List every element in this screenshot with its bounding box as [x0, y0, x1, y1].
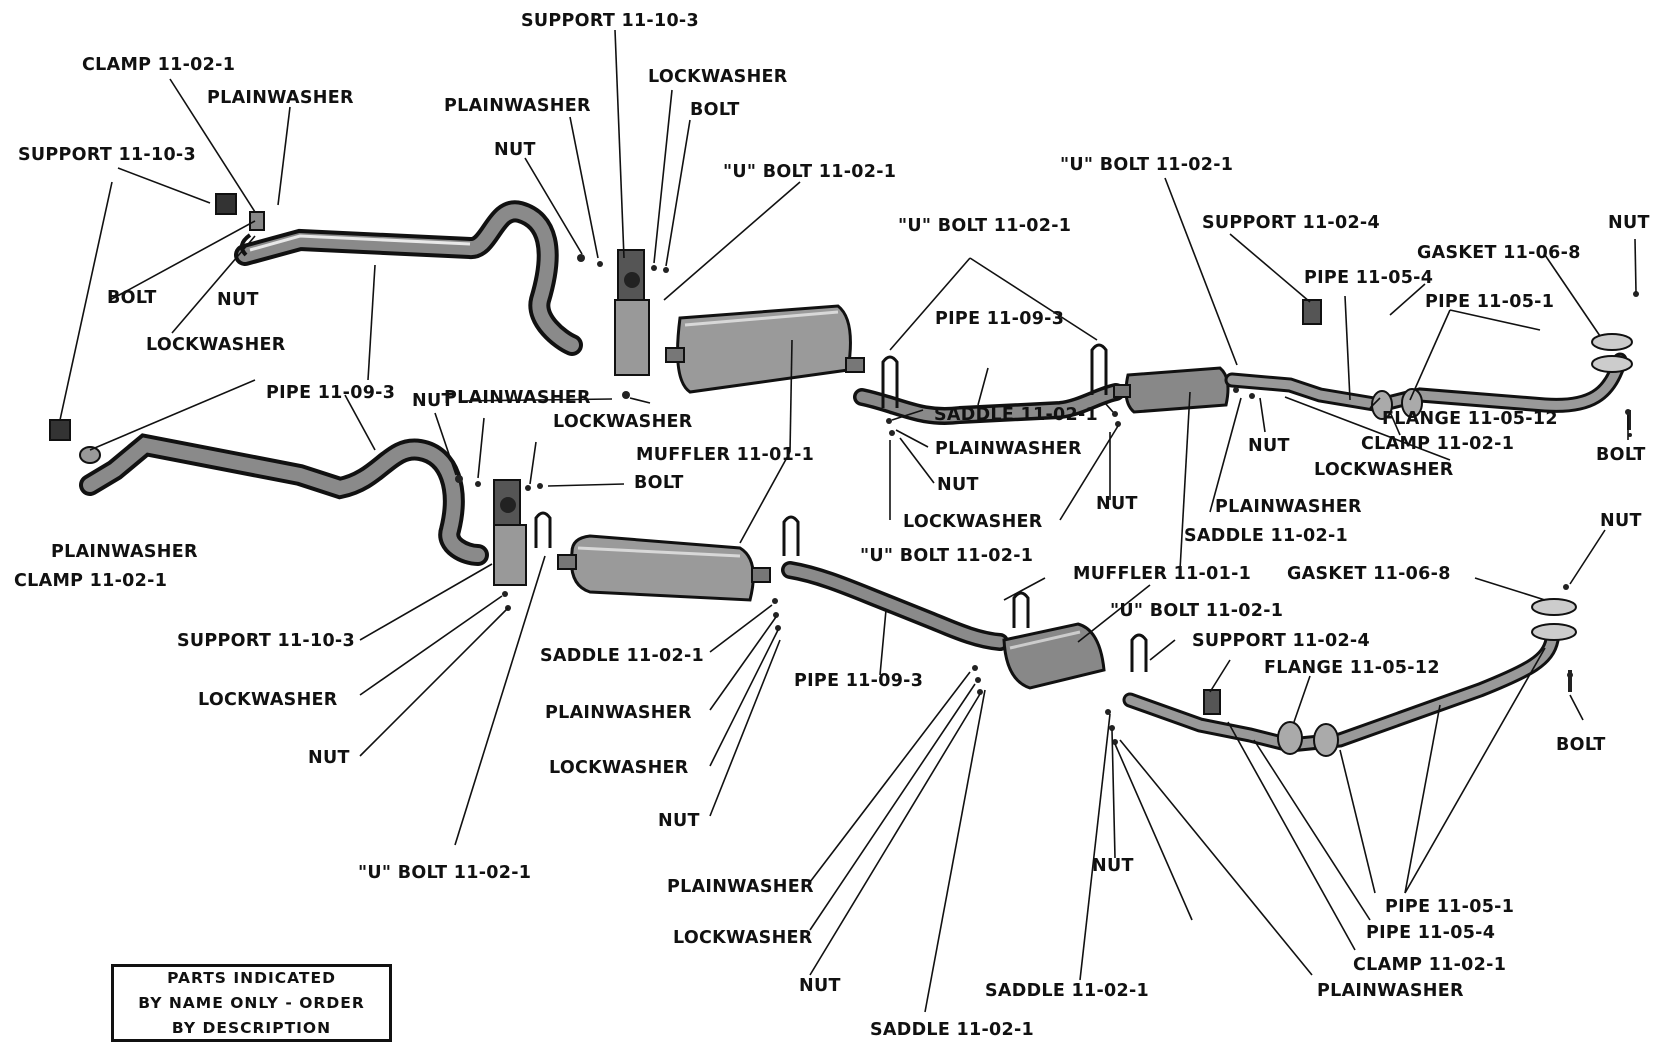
callout-label: LOCKWASHER: [903, 512, 1043, 532]
callout-label: "U" BOLT 11-02-1: [1060, 155, 1234, 175]
callout-label: PIPE 11-05-4: [1304, 268, 1434, 288]
callout-label: "U" BOLT 11-02-1: [1110, 601, 1284, 621]
callout-label: NUT: [1096, 494, 1138, 514]
callout-label: PIPE 11-09-3: [266, 383, 396, 403]
callout-label: SADDLE 11-02-1: [870, 1020, 1035, 1040]
callout-label: SUPPORT 11-10-3: [18, 145, 196, 165]
callout-label: NUT: [658, 811, 700, 831]
callout-label: LOCKWASHER: [553, 412, 693, 432]
upper-ubolt-right: [1090, 343, 1108, 395]
notice-line-1: PARTS INDICATED: [167, 968, 336, 987]
callout-label: PIPE 11-05-1: [1425, 292, 1555, 312]
callout-label: CLAMP 11-02-1: [1353, 955, 1507, 975]
hardware-fasteners: [455, 254, 1639, 745]
callout-label: BOLT: [634, 473, 684, 493]
callout-label: SUPPORT 11-10-3: [177, 631, 355, 651]
notice-line-2: BY NAME ONLY - ORDER: [138, 993, 365, 1012]
upper-intermediate-pipe: [853, 383, 1125, 425]
lower-support-bracket: [493, 479, 552, 586]
callout-label: PLAINWASHER: [1317, 981, 1464, 1001]
callout-label: SADDLE 11-02-1: [1184, 526, 1349, 546]
callout-label: PIPE 11-09-3: [935, 309, 1065, 329]
callout-label: PLAINWASHER: [935, 439, 1082, 459]
callout-label: NUT: [1092, 856, 1134, 876]
callout-label: NUT: [1608, 213, 1650, 233]
callout-label: "U" BOLT 11-02-1: [898, 216, 1072, 236]
callout-label: BOLT: [1556, 735, 1606, 755]
lower-resonator: [1002, 591, 1148, 690]
callout-label: LOCKWASHER: [198, 690, 338, 710]
callout-label: PLAINWASHER: [545, 703, 692, 723]
callout-label: PLAINWASHER: [667, 877, 814, 897]
upper-ubolt-left: [881, 355, 899, 408]
callout-label: MUFFLER 11-01-1: [636, 445, 815, 465]
order-notice-box: PARTS INDICATED BY NAME ONLY - ORDER BY …: [111, 964, 392, 1042]
upper-inlet-pipe: [234, 200, 583, 356]
callout-label: "U" BOLT 11-02-1: [723, 162, 897, 182]
upper-support-bracket: [614, 249, 650, 376]
upper-tailpipe: [1224, 299, 1633, 420]
callout-label: PIPE 11-09-3: [794, 671, 924, 691]
callout-label: NUT: [1248, 436, 1290, 456]
callout-label: CLAMP 11-02-1: [1361, 434, 1515, 454]
callout-label: CLAMP 11-02-1: [82, 55, 236, 75]
callout-label: LOCKWASHER: [549, 758, 689, 778]
callout-label: SUPPORT 11-10-3: [521, 11, 699, 31]
callout-label: PLAINWASHER: [207, 88, 354, 108]
lower-muffler: [557, 534, 771, 602]
callout-label: FLANGE 11-05-12: [1382, 409, 1558, 429]
lower-inlet-pipe: [79, 433, 489, 566]
callout-label: NUT: [1600, 511, 1642, 531]
callout-label: NUT: [494, 140, 536, 160]
leader-lines: [59, 29, 1637, 1013]
callout-label: PIPE 11-05-1: [1385, 897, 1515, 917]
callout-label: LOCKWASHER: [648, 67, 788, 87]
callout-label: SUPPORT 11-02-4: [1202, 213, 1380, 233]
callout-label: SUPPORT 11-02-4: [1192, 631, 1370, 651]
callout-label: NUT: [412, 391, 454, 411]
callout-label: PIPE 11-05-4: [1366, 923, 1496, 943]
callout-label: LOCKWASHER: [673, 928, 813, 948]
upper-muffler: [665, 304, 865, 394]
callout-label: NUT: [937, 475, 979, 495]
callout-label: NUT: [308, 748, 350, 768]
callout-label: "U" BOLT 11-02-1: [358, 863, 532, 883]
callout-label: PLAINWASHER: [1215, 497, 1362, 517]
callout-label: GASKET 11-06-8: [1287, 564, 1451, 584]
upper-resonator: [1113, 366, 1230, 414]
callout-label: BOLT: [690, 100, 740, 120]
callout-label: LOCKWASHER: [1314, 460, 1454, 480]
callout-label: SADDLE 11-02-1: [934, 405, 1099, 425]
callout-label: MUFFLER 11-01-1: [1073, 564, 1252, 584]
callout-label: NUT: [217, 290, 259, 310]
callout-label: SADDLE 11-02-1: [985, 981, 1150, 1001]
callout-label: SADDLE 11-02-1: [540, 646, 705, 666]
callout-label: "U" BOLT 11-02-1: [860, 546, 1034, 566]
callout-label: LOCKWASHER: [146, 335, 286, 355]
lower-intermediate-pipe: [781, 515, 1009, 651]
callout-label: BOLT: [1596, 445, 1646, 465]
callout-label: CLAMP 11-02-1: [14, 571, 168, 591]
callout-label: BOLT: [107, 288, 157, 308]
callout-label: PLAINWASHER: [444, 388, 591, 408]
upper-left-support: [215, 193, 265, 257]
callout-label: GASKET 11-06-8: [1417, 243, 1581, 263]
callout-label: PLAINWASHER: [51, 542, 198, 562]
callout-label: FLANGE 11-05-12: [1264, 658, 1440, 678]
callout-label: PLAINWASHER: [444, 96, 591, 116]
lower-tailpipe: [1122, 598, 1577, 757]
callout-label: NUT: [799, 976, 841, 996]
lower-left-support: [49, 419, 101, 464]
notice-line-3: BY DESCRIPTION: [171, 1018, 332, 1037]
